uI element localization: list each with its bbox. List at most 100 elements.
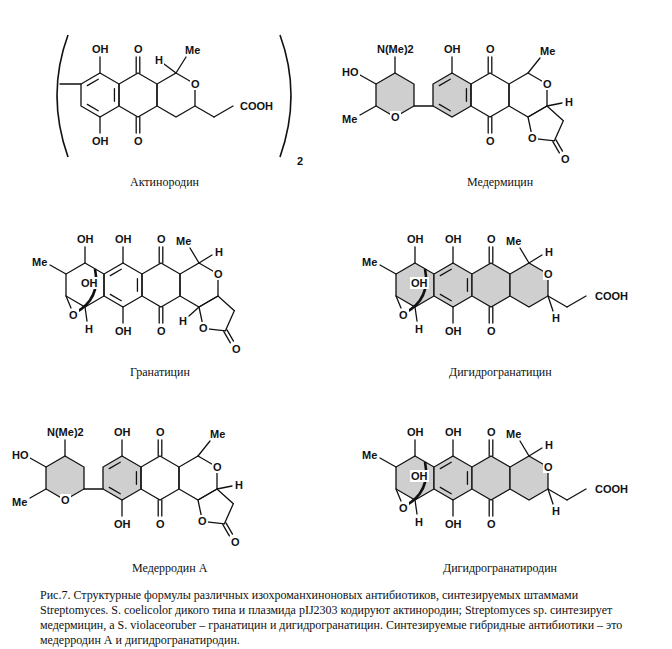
bond-line	[396, 263, 434, 307]
atom-label: H	[414, 323, 424, 335]
bond-line	[396, 456, 434, 500]
atom-label: Me	[539, 45, 556, 57]
bond-line	[492, 307, 493, 323]
atom-label: OH	[114, 233, 133, 245]
atom-label: O	[60, 494, 71, 506]
atom-label: O	[213, 268, 224, 280]
bond-line	[109, 487, 120, 493]
atom-label: OH	[80, 277, 99, 289]
bond-line	[529, 255, 542, 263]
bond-line	[452, 307, 453, 323]
atom-label: Me	[505, 235, 522, 247]
atom-label: Me	[184, 44, 201, 56]
atom-label: OH	[444, 233, 463, 245]
bond-line	[161, 440, 162, 456]
bond-line	[440, 487, 451, 493]
atom-label: OH	[443, 43, 462, 55]
bond-line	[434, 263, 472, 307]
bond-line	[472, 456, 510, 500]
bond-line	[110, 269, 121, 275]
atom-label: Me	[505, 428, 522, 440]
bond-line	[217, 486, 232, 489]
bond-line	[85, 307, 87, 321]
bond-line	[226, 523, 233, 534]
bond-line	[164, 64, 176, 73]
bond-line	[84, 488, 103, 489]
bond-line	[380, 458, 396, 467]
bond-line	[491, 57, 492, 73]
atom-label: 2	[296, 155, 304, 167]
bond-line	[396, 489, 401, 501]
bond-line	[109, 462, 120, 468]
bond-line	[139, 57, 140, 73]
bond-line	[396, 296, 401, 308]
atom-label: O	[486, 233, 497, 245]
atom-label: O	[398, 502, 409, 514]
atom-label: Me	[341, 113, 358, 125]
atom-label: H	[551, 505, 561, 517]
compound-name: Дигидрогранатиродин	[441, 561, 559, 576]
atom-label: COOH	[594, 290, 629, 302]
atom-label: O	[198, 322, 209, 334]
atom-label: H	[414, 516, 424, 528]
atom-label: HO	[11, 449, 30, 461]
bond-line	[159, 247, 160, 263]
bond-line	[415, 307, 417, 321]
bond-line	[451, 57, 452, 73]
atom-label: H	[234, 479, 244, 491]
bond-line	[489, 500, 490, 516]
bond-line	[556, 140, 563, 151]
bond-line	[139, 117, 140, 133]
atom-label: Me	[361, 256, 378, 268]
bond-line	[452, 500, 453, 516]
atom-label: OH	[114, 325, 133, 337]
bond-line	[60, 83, 81, 84]
bond-line	[99, 57, 100, 73]
atom-label: N(Me)2	[46, 426, 85, 438]
bond-line	[434, 456, 472, 500]
bond-line	[122, 307, 123, 323]
bond-line	[110, 294, 121, 300]
bond-line	[176, 57, 186, 73]
atom-label: O	[133, 135, 144, 147]
bond-line	[492, 500, 493, 516]
atom-label: OH	[410, 277, 429, 289]
bond-line	[491, 117, 492, 133]
atom-label: H	[551, 312, 561, 324]
atom-label: O	[155, 518, 166, 530]
bond-line	[81, 73, 119, 117]
atom-label: H	[84, 323, 94, 335]
atom-label: O	[543, 268, 554, 280]
atom-label: O	[486, 426, 497, 438]
atom-label: OH	[406, 426, 425, 438]
bond-line	[548, 489, 553, 504]
bond-line	[141, 456, 179, 500]
bond-line	[159, 307, 160, 323]
bond-line	[214, 106, 233, 117]
bond-line	[394, 57, 395, 73]
atom-label: OH	[444, 426, 463, 438]
bond-line	[567, 489, 586, 500]
compound-name: Медерродин А	[130, 561, 209, 576]
bond-line	[472, 263, 510, 307]
bond-line	[414, 440, 415, 456]
atom-label: COOH	[239, 100, 274, 112]
bond-line	[99, 117, 100, 133]
bond-line	[440, 294, 451, 300]
bond-line	[280, 35, 291, 157]
bond-line	[489, 307, 490, 323]
bond-line	[75, 269, 96, 313]
bond-line	[66, 296, 71, 308]
bond-line	[136, 117, 137, 133]
atom-label: O	[197, 515, 208, 527]
atom-label: COOH	[594, 483, 629, 495]
atom-label: OH	[444, 518, 463, 530]
atom-label: O	[485, 135, 496, 147]
bond-line	[433, 73, 471, 117]
bond-line	[87, 79, 98, 85]
bond-line	[452, 247, 453, 263]
bond-line	[199, 255, 212, 263]
bond-line	[122, 247, 123, 263]
bond-line	[121, 500, 122, 516]
atom-label: Me	[209, 428, 226, 440]
